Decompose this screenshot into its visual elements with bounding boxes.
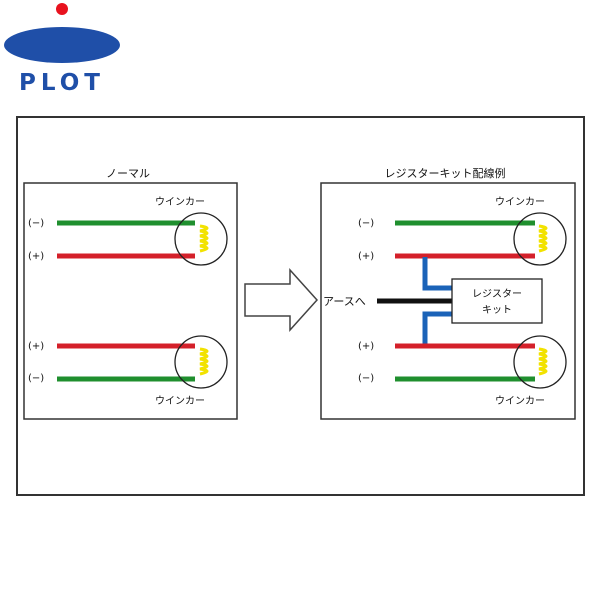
resistor-top-minus-label: (−) (358, 218, 374, 229)
normal-bottom-filament-icon (199, 347, 209, 376)
resistor-bottom-plus-label: (+) (358, 341, 374, 352)
kit-label-line1: レジスター (472, 288, 522, 300)
resistor-top-plus-label: (+) (358, 251, 374, 262)
resistor-bottom-lamp-label: ウインカー (495, 395, 545, 407)
kit-lower-blue-wire (422, 311, 452, 345)
resistor-bottom-minus-label: (−) (358, 373, 374, 384)
kit-upper-blue-wire (422, 257, 452, 291)
resistor-top-lamp-label: ウインカー (495, 196, 545, 208)
logo-blue-ellipse (4, 27, 120, 63)
kit-label-line2: キット (482, 305, 512, 316)
normal-bottom-lamp-label: ウインカー (155, 395, 205, 407)
normal-top-lamp-label: ウインカー (155, 196, 205, 208)
logo-text: PLOT (19, 70, 105, 96)
normal-top-filament-icon (199, 224, 209, 253)
normal-panel (23, 182, 238, 420)
normal-top-plus-label: (+) (28, 251, 44, 262)
resistor-top-filament-icon (538, 224, 548, 253)
resistor-bottom-filament-icon (538, 347, 548, 376)
ground-label: アースへ (323, 295, 366, 308)
diagram-frame (16, 116, 585, 496)
right-arrow-icon (244, 268, 319, 332)
resistor-top-bulb-outline (513, 212, 567, 266)
plot-logo: PLOT (4, 3, 120, 96)
resistor-panel (320, 182, 576, 420)
normal-bottom-minus-label: (−) (28, 373, 44, 384)
normal-top-minus-label: (−) (28, 218, 44, 229)
normal-bottom-plus-label: (+) (28, 341, 44, 352)
resistor-title: レジスターキット配線例 (385, 166, 506, 180)
logo-red-dot (56, 3, 68, 15)
normal-bottom-bulb-outline (174, 335, 228, 389)
resistor-bottom-bulb-outline (513, 335, 567, 389)
resistor-kit-box (451, 278, 543, 324)
normal-top-bulb-outline (174, 212, 228, 266)
normal-title: ノーマル (106, 167, 150, 180)
